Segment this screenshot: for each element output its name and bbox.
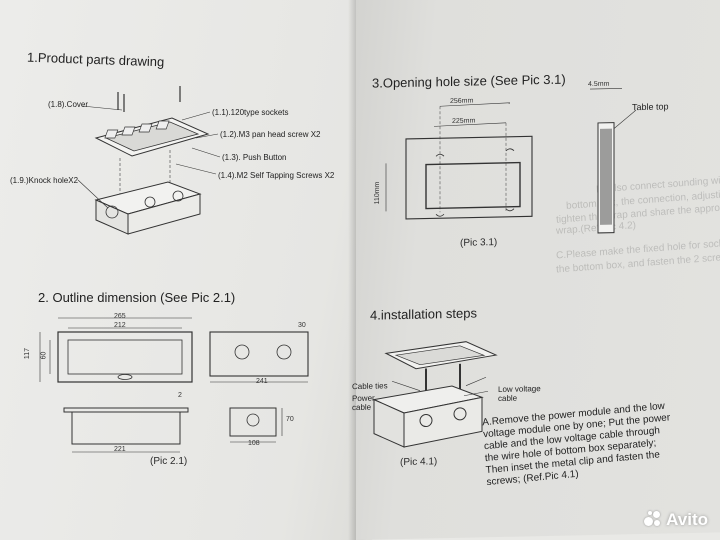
- section3-title: 3.Opening hole size (See Pic 3.1): [372, 71, 566, 91]
- part-label: (1.3). Push Button: [222, 153, 287, 162]
- dim-225mm: 225mm: [452, 117, 476, 125]
- dim-117: 117: [24, 347, 32, 360]
- dim-212: 212: [114, 322, 126, 329]
- dim-30: 30: [298, 322, 306, 329]
- opening-hole-drawing: [385, 88, 637, 234]
- part-label: (1.2).M3 pan head screw X2: [220, 130, 321, 139]
- dim-256mm: 256mm: [450, 97, 474, 106]
- avito-logo-icon: [644, 511, 662, 529]
- avito-watermark: Avito: [644, 510, 708, 530]
- dim-70: 70: [286, 416, 294, 423]
- section2-title: 2. Outline dimension (See Pic 2.1): [38, 290, 236, 305]
- low-voltage-label: Low voltage cable: [498, 384, 541, 404]
- part-label: (1.4).M2 Self Tapping Screws X2: [218, 171, 335, 180]
- right-page: B. Also connect sounding wire bottom box…: [352, 0, 720, 540]
- dim-4-5mm: 4.5mm: [588, 80, 610, 89]
- dim-2: 2: [178, 392, 182, 399]
- dim-110mm: 110mm: [373, 181, 381, 205]
- pic-2-1-caption: (Pic 2.1): [150, 456, 188, 467]
- part-label: (1.9.)Knock holeX2: [10, 176, 79, 185]
- dim-265: 265: [114, 313, 126, 320]
- pic-3-1-caption: (Pic 3.1): [460, 237, 498, 249]
- outline-dimension-drawing: [39, 317, 309, 453]
- dim-108: 108: [248, 440, 260, 447]
- part-label: (1.1).120type sockets: [212, 108, 289, 117]
- cable-ties-left-label: Cable ties: [352, 381, 388, 392]
- section1-title: 1.Product parts drawing: [26, 49, 165, 70]
- power-cable-label: Power cable: [352, 393, 375, 413]
- table-top-label: Table top: [632, 101, 669, 113]
- dim-241: 241: [256, 378, 268, 385]
- section4-title: 4.installation steps: [370, 305, 477, 323]
- product-parts-drawing: [77, 86, 221, 235]
- part-label: (1.8).Cover: [48, 100, 89, 109]
- dim-221: 221: [114, 446, 126, 453]
- installation-drawing: [372, 341, 498, 448]
- pic-4-1-caption: (Pic 4.1): [400, 456, 438, 469]
- left-page: 1.Product parts drawing (1.8).Cover (1.1: [0, 0, 372, 540]
- dim-60: 60: [40, 351, 48, 360]
- avito-text: Avito: [666, 510, 708, 529]
